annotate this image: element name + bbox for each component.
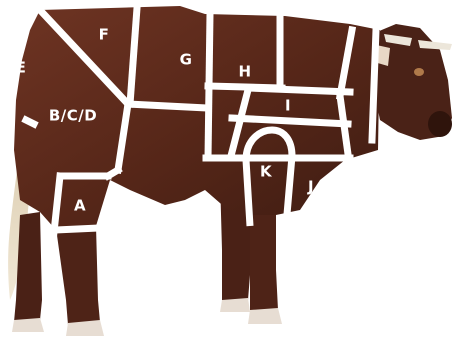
- cut-label-e: E: [16, 59, 27, 77]
- hoof-icon: [220, 298, 250, 312]
- front-leg-right: [250, 215, 278, 318]
- cut-label-f: F: [99, 26, 110, 44]
- eye-icon: [414, 68, 424, 76]
- cut-label-bcd: B/C/D: [49, 107, 97, 125]
- hoof-icon: [248, 308, 282, 324]
- hoof-icon: [12, 318, 44, 332]
- cut-label-g: G: [180, 51, 193, 69]
- cut-label-a: A: [74, 197, 86, 215]
- cut-label-k: K: [260, 163, 273, 181]
- cut-label-i: I: [285, 97, 291, 115]
- hind-leg-right: [56, 226, 100, 328]
- muzzle: [428, 111, 452, 137]
- cut-label-h: H: [238, 63, 251, 81]
- cut-label-j: J: [307, 178, 314, 196]
